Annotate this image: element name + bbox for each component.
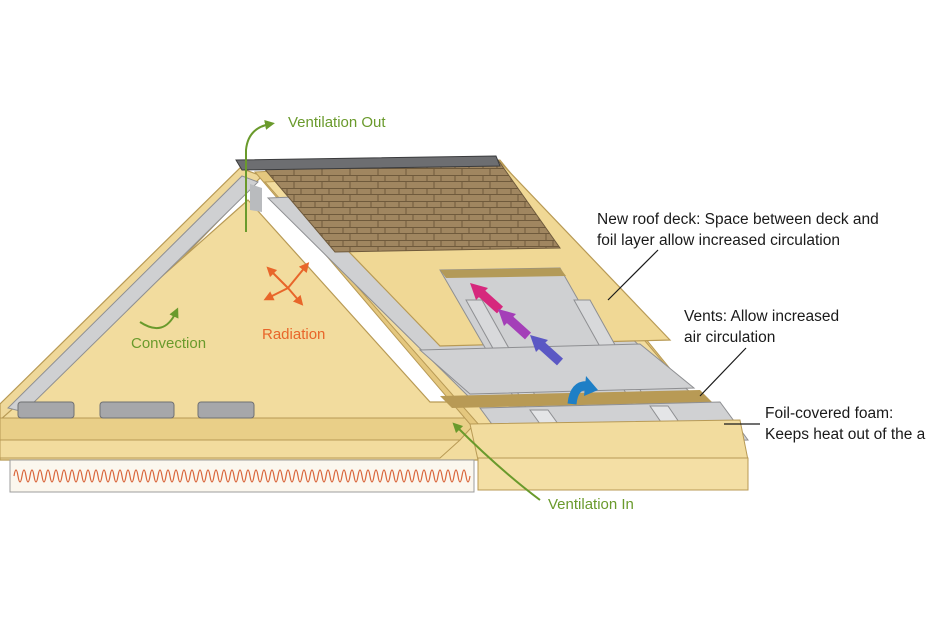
airflow-arrow-4 (567, 376, 598, 405)
vents-callout: Vents: Allow increased air circulation (684, 306, 839, 348)
attic-joists (0, 401, 482, 459)
vents-callout-line1: Vents: Allow increased (684, 308, 840, 325)
ventilation-in-label: Ventilation In (548, 496, 634, 513)
ventilation-out-label: Ventilation Out (288, 114, 386, 131)
roof-deck-callout-line1: New roof deck: Space between deck and (597, 211, 879, 228)
ventilation-in-arrow (452, 422, 541, 501)
foil-callout-line2: Keeps heat out of the a (765, 426, 926, 443)
roof-deck-callout-line2: foil layer allow increased circulation (597, 232, 840, 249)
airflow-arrow-3 (530, 335, 564, 366)
foil-callout: Foil-covered foam: Keeps heat out of the… (765, 403, 940, 445)
roof-deck-callout: New roof deck: Space between deck and fo… (597, 209, 879, 251)
airflow-arrow-1 (470, 283, 504, 314)
airflow-arrow-2 (498, 309, 532, 340)
roof-deck-leader (607, 249, 659, 301)
insulation-batt (9, 459, 475, 493)
convection-label: Convection (131, 335, 207, 352)
vents-callout-line2: air circulation (684, 329, 776, 346)
radiation-arrows (263, 262, 310, 306)
ventilation-out-arrow (245, 119, 275, 232)
airflow-arrows (470, 283, 598, 405)
foil-callout-line1: Foil-covered foam: (765, 405, 894, 422)
vents-leader (699, 347, 747, 397)
convection-arrow (139, 307, 179, 330)
radiation-label: Radiation (262, 326, 326, 343)
